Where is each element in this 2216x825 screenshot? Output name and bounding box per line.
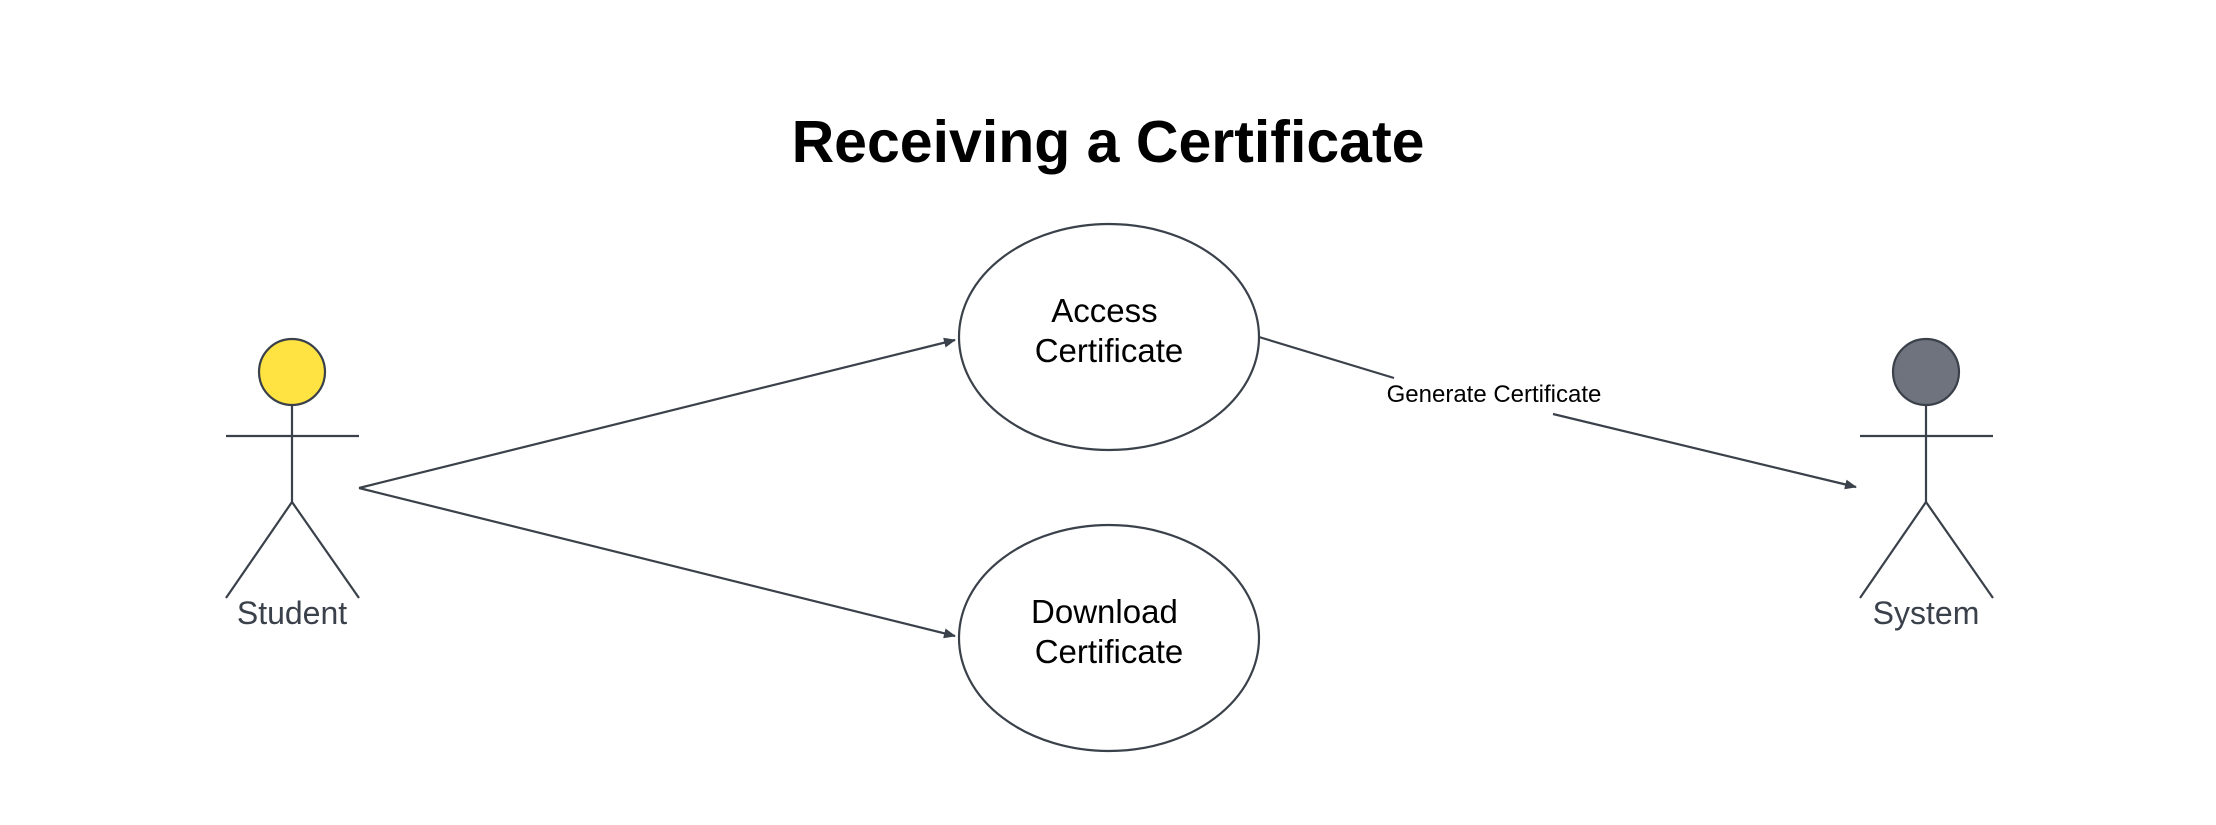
download-certificate-label: Download Certificate bbox=[1031, 593, 1187, 670]
actor-system[interactable]: System bbox=[1859, 337, 1994, 631]
download-certificate-ellipse bbox=[957, 523, 1261, 753]
diagram-title: Receiving a Certificate bbox=[792, 109, 1425, 175]
access-certificate-label: Access Certificate bbox=[1035, 292, 1184, 369]
system-label: System bbox=[1873, 595, 1980, 631]
system-head-icon bbox=[1891, 337, 1961, 407]
edge-access-to-system[interactable]: Generate Certificate bbox=[1258, 335, 1857, 490]
edge-access-to-system-segment-1 bbox=[1258, 335, 1395, 380]
edge-student-to-access[interactable] bbox=[358, 337, 956, 490]
student-legs bbox=[225, 490, 360, 599]
student-label: Student bbox=[237, 595, 347, 631]
edge-access-to-system-segment-2 bbox=[1552, 412, 1857, 490]
use-case-download-certificate[interactable]: Download Certificate bbox=[957, 523, 1261, 753]
use-case-access-certificate[interactable]: Access Certificate bbox=[957, 222, 1261, 452]
edge-student-to-download[interactable] bbox=[358, 486, 956, 639]
actor-student[interactable]: Student bbox=[225, 337, 360, 631]
system-legs bbox=[1859, 490, 1994, 599]
student-head-icon bbox=[257, 337, 327, 407]
generate-certificate-label: Generate Certificate bbox=[1387, 381, 1602, 408]
